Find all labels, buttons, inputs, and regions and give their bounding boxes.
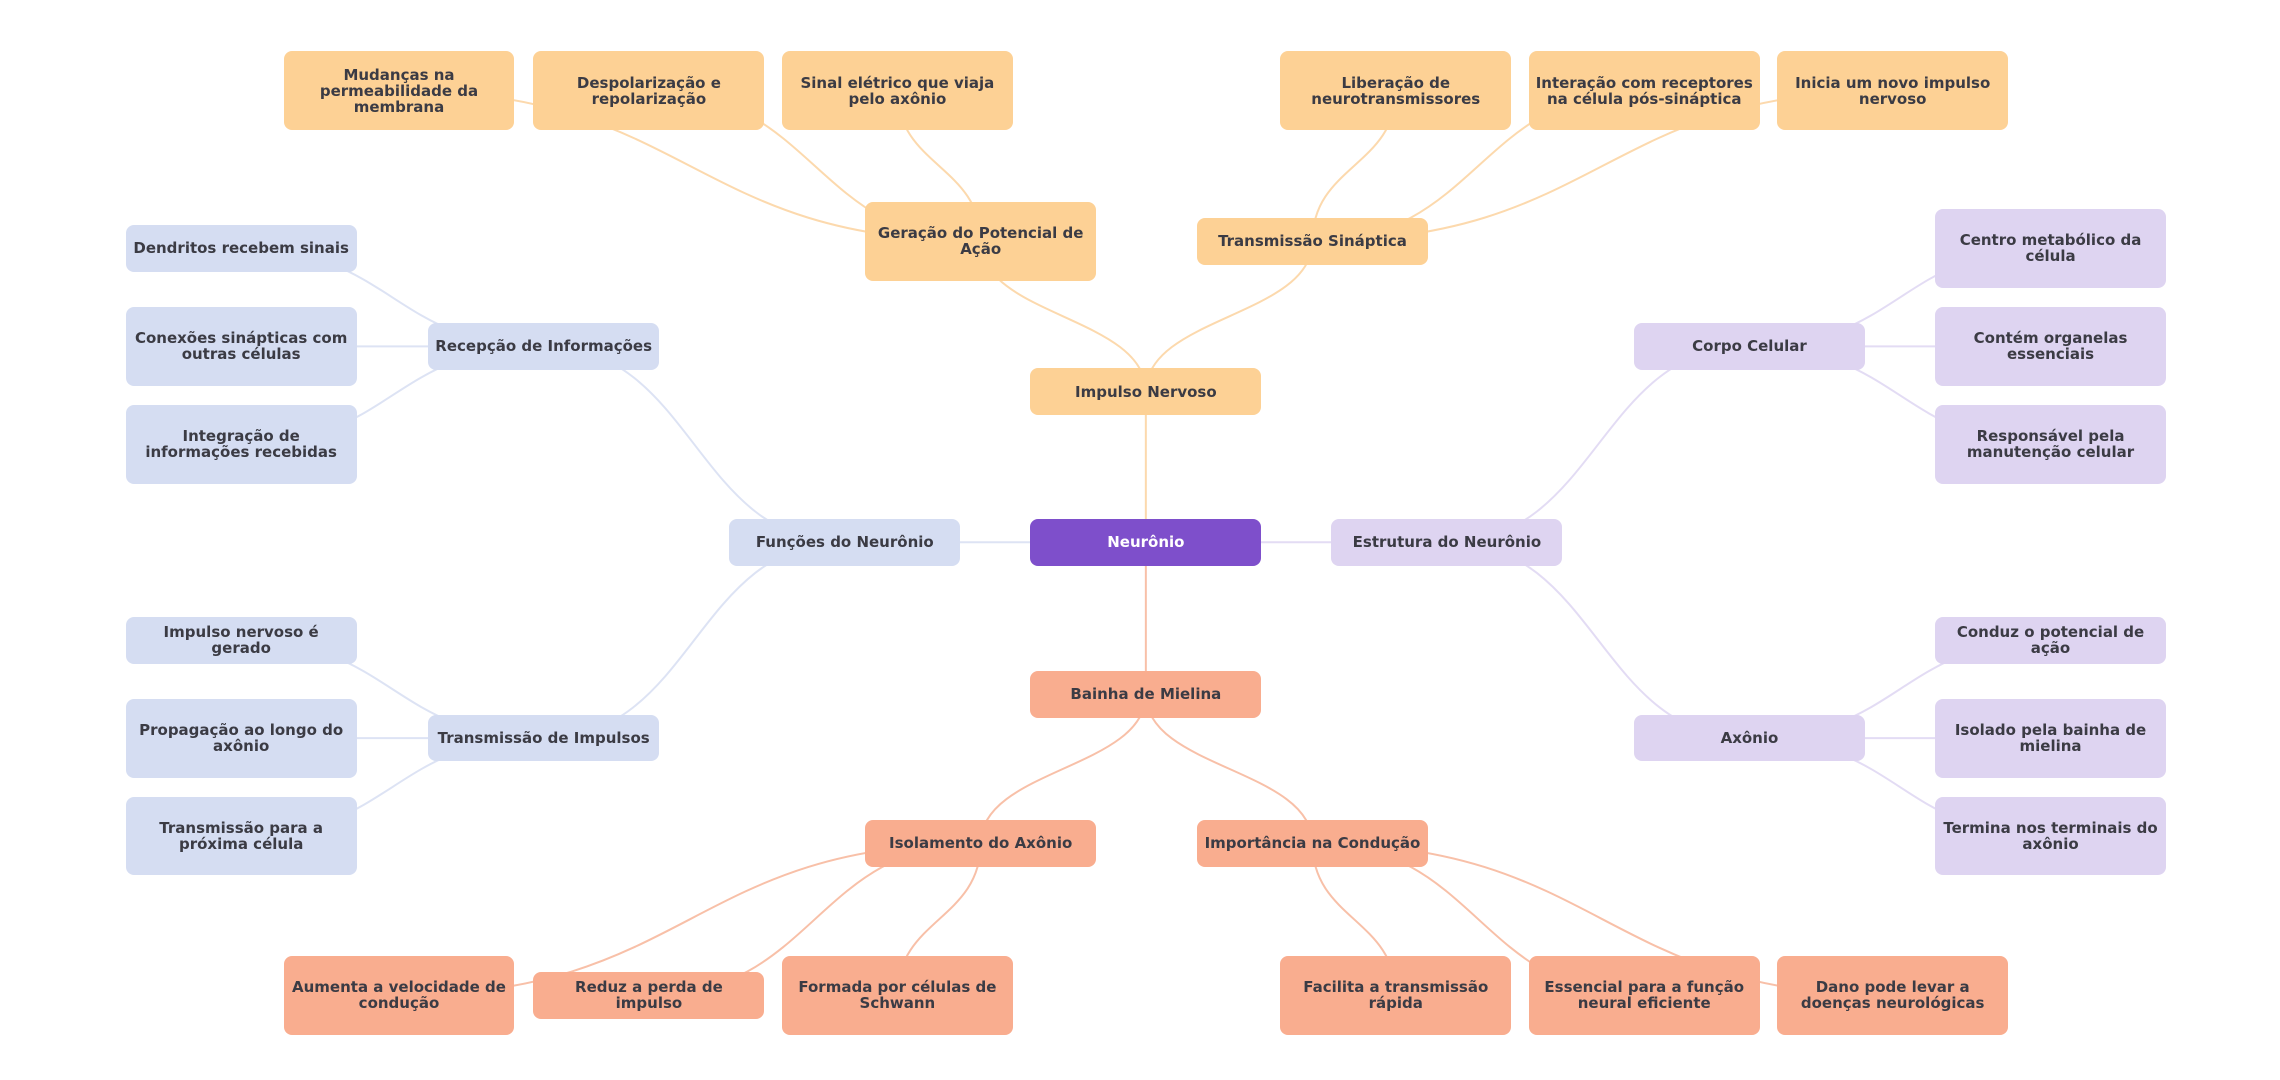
node-label: Dano pode levar a doenças neurológicas <box>1800 978 1985 1013</box>
node-conexoes[interactable]: Conexões sinápticas com outras células <box>125 306 357 386</box>
node-label: Formada por células de Schwann <box>798 978 997 1013</box>
node-integracao[interactable]: Integração de informações recebidas <box>125 404 357 484</box>
node-isolamento[interactable]: Isolamento do Axônio <box>865 819 1097 867</box>
node-label: Transmissão de Impulsos <box>437 729 650 748</box>
node-dano[interactable]: Dano pode levar a doenças neurológicas <box>1777 955 2009 1035</box>
node-label: Recepção de Informações <box>435 337 653 356</box>
root-node[interactable]: Neurônio <box>1030 518 1262 566</box>
node-label: Propagação ao longo do axônio <box>139 721 344 756</box>
node-formada[interactable]: Formada por células de Schwann <box>781 955 1013 1035</box>
connector-bainha-isolamento <box>979 694 1147 844</box>
node-axonio[interactable]: Axônio <box>1634 714 1865 762</box>
node-label: Bainha de Mielina <box>1070 685 1222 704</box>
node-label: Sinal elétrico que viaja pelo axônio <box>800 73 995 108</box>
node-sinaptica[interactable]: Transmissão Sináptica <box>1197 217 1428 265</box>
node-contem[interactable]: Contém organelas essenciais <box>1935 306 2166 386</box>
node-label: Reduz a perda de impulso <box>575 978 723 1013</box>
node-importancia[interactable]: Importância na Condução <box>1197 819 1428 867</box>
node-reduz[interactable]: Reduz a perda de impulso <box>533 971 765 1019</box>
node-gerado[interactable]: Impulso nervoso é gerado <box>125 616 357 664</box>
node-label: Estrutura do Neurônio <box>1352 533 1542 552</box>
node-geracao[interactable]: Geração do Potencial de Ação <box>865 201 1097 281</box>
node-recepcao[interactable]: Recepção de Informações <box>428 323 660 370</box>
node-propagacao[interactable]: Propagação ao longo do axônio <box>125 698 357 778</box>
node-label: Transmissão para a próxima célula <box>159 818 323 853</box>
node-label: Impulso Nervoso <box>1075 382 1217 401</box>
node-label: Corpo Celular <box>1692 337 1807 356</box>
node-label: Termina nos terminais do axônio <box>1943 818 2158 853</box>
node-impulso[interactable]: Impulso Nervoso <box>1030 368 1262 416</box>
node-mudancas[interactable]: Mudanças na permeabilidade da membrana <box>283 51 515 131</box>
node-responsavel[interactable]: Responsável pela manutenção celular <box>1935 404 2166 484</box>
node-label: Essencial para a função neural eficiente <box>1544 978 1745 1013</box>
node-label: Transmissão Sináptica <box>1218 232 1407 251</box>
connector-impulso-sinaptica <box>1144 241 1314 392</box>
node-label: Geração do Potencial de Ação <box>877 224 1084 259</box>
node-label: Impulso nervoso é gerado <box>163 623 319 658</box>
node-transimp[interactable]: Transmissão de Impulsos <box>428 714 660 762</box>
node-label: Dendritos recebem sinais <box>133 239 349 258</box>
node-label: Axônio <box>1720 729 1779 748</box>
node-label: Centro metabólico da célula <box>1959 231 2142 266</box>
node-label: Integração de informações recebidas <box>145 427 337 462</box>
node-label: Despolarização e repolarização <box>576 73 721 108</box>
node-label: Responsável pela manutenção celular <box>1966 427 2135 462</box>
node-proxima[interactable]: Transmissão para a próxima célula <box>125 796 357 876</box>
node-label: Conexões sinápticas com outras células <box>134 329 348 364</box>
node-label: Interação com receptores na célula pós-s… <box>1535 73 1753 108</box>
node-inicia[interactable]: Inicia um novo impulso nervoso <box>1777 51 2009 131</box>
node-label: Mudanças na permeabilidade da membrana <box>319 65 479 116</box>
node-facilita[interactable]: Facilita a transmissão rápida <box>1280 955 1512 1035</box>
node-label: Facilita a transmissão rápida <box>1303 978 1489 1013</box>
node-label: Aumenta a velocidade de condução <box>292 978 506 1013</box>
node-termina[interactable]: Termina nos terminais do axônio <box>1935 796 2166 876</box>
node-centro[interactable]: Centro metabólico da célula <box>1935 209 2166 288</box>
connector-estrutura-axonio <box>1446 541 1750 740</box>
node-aumenta[interactable]: Aumenta a velocidade de condução <box>283 955 515 1035</box>
node-sinal[interactable]: Sinal elétrico que viaja pelo axônio <box>781 51 1013 131</box>
node-corpo[interactable]: Corpo Celular <box>1634 323 1865 370</box>
node-label: Neurônio <box>1107 533 1185 552</box>
connector-funcoes-recepcao <box>543 345 845 544</box>
node-label: Liberação de neurotransmissores <box>1311 73 1481 108</box>
node-despol[interactable]: Despolarização e repolarização <box>533 51 765 131</box>
connector-estrutura-corpo <box>1446 345 1750 544</box>
connector-bainha-importancia <box>1144 694 1314 844</box>
connector-funcoes-transimp <box>543 541 845 740</box>
node-liberacao[interactable]: Liberação de neurotransmissores <box>1280 51 1512 131</box>
node-label: Isolamento do Axônio <box>889 834 1073 853</box>
node-estrutura[interactable]: Estrutura do Neurônio <box>1331 518 1563 566</box>
node-label: Contém organelas essenciais <box>1973 329 2128 364</box>
node-dendritos[interactable]: Dendritos recebem sinais <box>125 225 357 272</box>
node-label: Funções do Neurônio <box>755 533 934 552</box>
node-conduz[interactable]: Conduz o potencial de ação <box>1935 616 2166 664</box>
node-essencial[interactable]: Essencial para a função neural eficiente <box>1528 955 1760 1035</box>
node-funcoes[interactable]: Funções do Neurônio <box>729 518 961 566</box>
node-interacao[interactable]: Interação com receptores na célula pós-s… <box>1528 51 1760 131</box>
node-label: Isolado pela bainha de mielina <box>1954 721 2147 756</box>
node-label: Importância na Condução <box>1204 834 1421 853</box>
node-isolado[interactable]: Isolado pela bainha de mielina <box>1935 698 2166 778</box>
node-label: Inicia um novo impulso nervoso <box>1795 73 1991 108</box>
node-label: Conduz o potencial de ação <box>1956 623 2145 658</box>
node-bainha[interactable]: Bainha de Mielina <box>1030 670 1262 718</box>
